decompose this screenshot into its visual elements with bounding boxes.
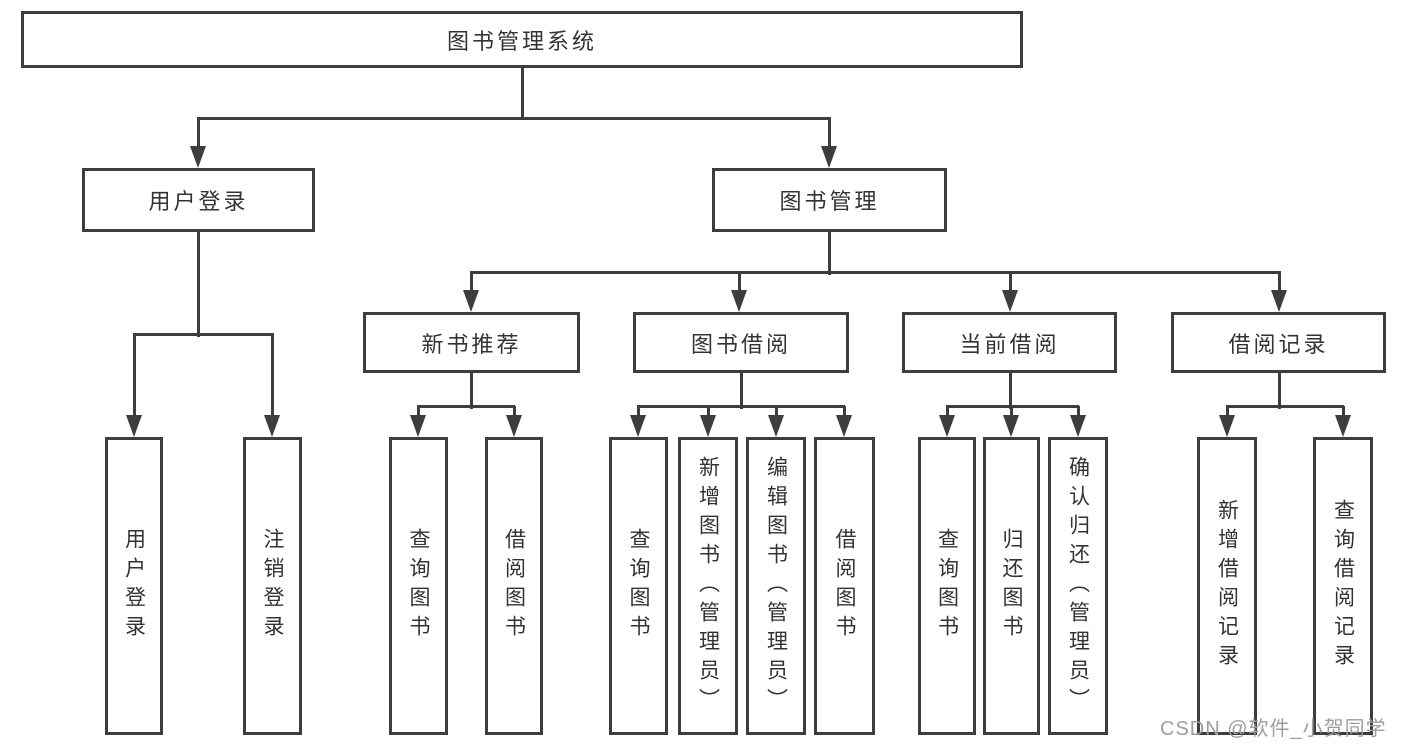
arrow-down-icon	[836, 415, 852, 437]
arrow-down-icon	[1070, 415, 1086, 437]
leaf-user-login: 用户登录	[105, 437, 163, 735]
leaf-label: 注销登录	[261, 528, 284, 644]
connector-line	[513, 406, 516, 418]
connector-line	[470, 373, 473, 409]
leaf-label: 新增图书（管理员）	[696, 455, 720, 717]
connector-line	[738, 272, 741, 293]
connector-line	[133, 333, 274, 336]
leaf-borrowing-borrow-books: 借阅图书	[814, 437, 875, 735]
connector-line	[1342, 406, 1345, 418]
connector-line	[133, 334, 136, 418]
leaf-label: 编辑图书（管理员）	[764, 455, 788, 717]
arrow-down-icon	[1002, 290, 1018, 312]
node-new-book-recommendation: 新书推荐	[363, 312, 580, 373]
leaf-borrowing-edit-books-admin: 编辑图书（管理员）	[746, 437, 806, 735]
connector-line	[828, 120, 831, 150]
node-current-borrowing: 当前借阅	[902, 312, 1117, 373]
connector-line	[417, 405, 515, 408]
leaf-label: 用户登录	[122, 528, 146, 644]
leaf-label: 借阅图书	[502, 528, 526, 644]
node-book-borrowing: 图书借阅	[633, 312, 849, 373]
connector-line	[1009, 373, 1012, 409]
leaf-logout: 注销登录	[243, 437, 302, 735]
connector-line	[521, 68, 524, 120]
arrow-down-icon	[264, 415, 280, 437]
connector-line	[271, 334, 274, 418]
arrow-down-icon	[463, 290, 479, 312]
arrow-down-icon	[410, 415, 426, 437]
arrow-down-icon	[506, 415, 522, 437]
connector-line	[740, 373, 743, 409]
node-book-management: 图书管理	[712, 168, 947, 232]
leaf-label: 确认归还（管理员）	[1066, 455, 1090, 717]
connector-line	[470, 271, 1281, 274]
arrow-down-icon	[768, 415, 784, 437]
leaf-current-query-books: 查询图书	[918, 437, 976, 735]
connector-line	[775, 406, 778, 418]
connector-line	[707, 406, 710, 418]
connector-line	[1077, 406, 1080, 418]
arrow-down-icon	[190, 146, 206, 168]
connector-line	[417, 406, 420, 418]
arrow-down-icon	[630, 415, 646, 437]
connector-line	[1278, 373, 1281, 409]
leaf-records-query-borrow-record: 查询借阅记录	[1313, 437, 1373, 735]
connector-line	[1226, 406, 1229, 418]
connector-line	[1010, 406, 1013, 418]
arrow-down-icon	[126, 415, 142, 437]
node-borrowing-records: 借阅记录	[1171, 312, 1386, 373]
connector-line	[470, 272, 473, 293]
leaf-label: 归还图书	[1000, 528, 1023, 644]
leaf-label: 查询图书	[407, 528, 430, 644]
node-library-management-system: 图书管理系统	[21, 11, 1023, 68]
arrow-down-icon	[1003, 415, 1019, 437]
leaf-recommend-query-books: 查询图书	[389, 437, 448, 735]
csdn-watermark: CSDN @软件_小贺同学	[1160, 718, 1387, 740]
leaf-borrowing-query-books: 查询图书	[609, 437, 668, 735]
arrow-down-icon	[939, 415, 955, 437]
connector-line	[197, 232, 200, 337]
connector-line	[946, 406, 949, 418]
leaf-current-return-books: 归还图书	[983, 437, 1040, 735]
leaf-label: 借阅图书	[833, 528, 856, 644]
leaf-label: 新增借阅记录	[1215, 499, 1239, 673]
arrow-down-icon	[1219, 415, 1235, 437]
arrow-down-icon	[1271, 290, 1287, 312]
leaf-label: 查询图书	[935, 528, 959, 644]
arrow-down-icon	[731, 290, 747, 312]
leaf-records-add-borrow-record: 新增借阅记录	[1197, 437, 1257, 735]
connector-line	[197, 117, 831, 120]
leaf-recommend-borrow-books: 借阅图书	[485, 437, 543, 735]
connector-line	[197, 120, 200, 150]
connector-line	[828, 232, 831, 275]
arrow-down-icon	[700, 415, 716, 437]
connector-line	[637, 405, 845, 408]
leaf-borrowing-add-books-admin: 新增图书（管理员）	[678, 437, 738, 735]
connector-line	[1278, 272, 1281, 293]
connector-line	[1009, 272, 1012, 293]
leaf-label: 查询图书	[627, 528, 650, 644]
leaf-label: 查询借阅记录	[1331, 499, 1355, 673]
node-user-login: 用户登录	[82, 168, 315, 232]
leaf-current-confirm-return-admin: 确认归还（管理员）	[1048, 437, 1108, 735]
connector-line	[1226, 405, 1344, 408]
arrow-down-icon	[821, 146, 837, 168]
connector-line	[637, 406, 640, 418]
connector-line	[946, 405, 1079, 408]
connector-line	[843, 406, 846, 418]
arrow-down-icon	[1335, 415, 1351, 437]
